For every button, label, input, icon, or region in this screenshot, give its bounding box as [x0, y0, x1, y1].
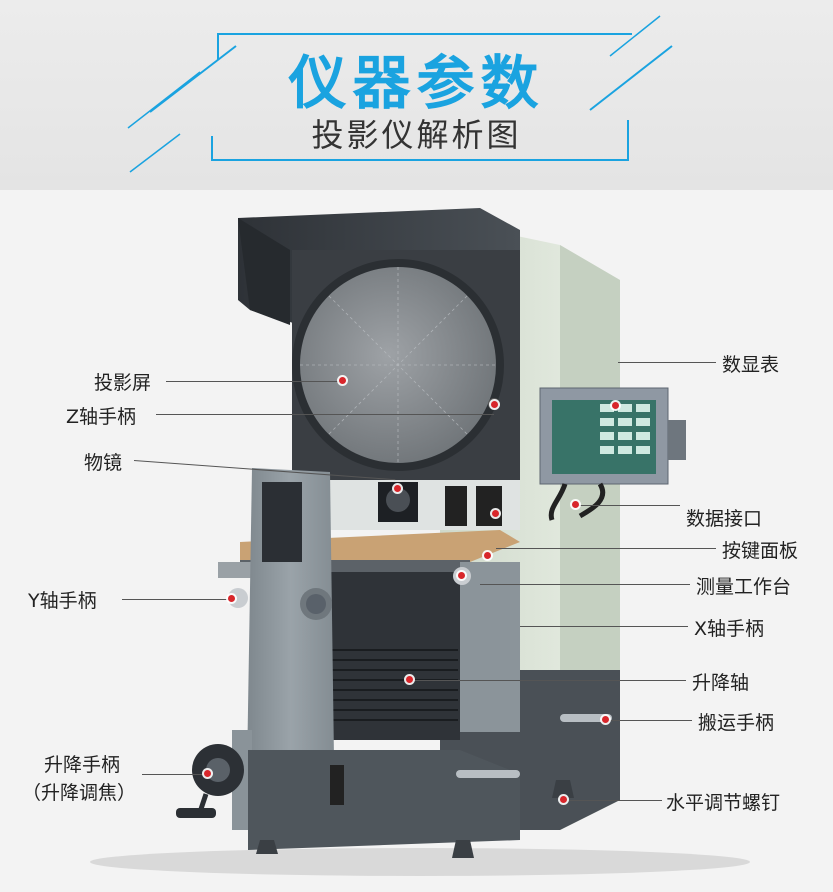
marker-lift-handle [204, 770, 211, 777]
marker-data-port [572, 501, 579, 508]
label-objective: 物镜 [84, 452, 123, 474]
marker-x-handle [458, 572, 465, 579]
title-frame [127, 15, 673, 173]
leader-work-table [480, 584, 690, 585]
marker-projection-screen [339, 377, 346, 384]
leader-data-port [576, 505, 680, 506]
label-level-screw: 水平调节螺钉 [666, 792, 781, 814]
leader-projection-screen [166, 381, 342, 382]
leader-lift-handle [142, 774, 208, 775]
leader-x-handle [520, 626, 688, 627]
marker-level-screw [560, 796, 567, 803]
header-banner: 仪器参数 投影仪解析图 [0, 0, 833, 190]
marker-key-panel [492, 510, 499, 517]
leader-y-handle [122, 599, 232, 600]
label-x-handle: X轴手柄 [694, 618, 765, 640]
label-y-handle: Y轴手柄 [28, 590, 97, 612]
label-work-table: 测量工作台 [696, 576, 792, 598]
marker-objective [394, 485, 401, 492]
leader-level-screw [566, 800, 662, 801]
label-z-handle: Z轴手柄 [66, 406, 137, 428]
label-lift-focus: （升降调焦） [22, 782, 137, 804]
label-lift-shaft: 升降轴 [692, 672, 750, 694]
page-subtitle: 投影仪解析图 [311, 116, 522, 154]
leader-digital-display [618, 362, 716, 363]
marker-y-handle [228, 595, 235, 602]
leader-carry-handle [606, 720, 692, 721]
marker-z-handle [491, 401, 498, 408]
label-key-panel: 按键面板 [722, 540, 799, 562]
leader-lift-shaft [410, 680, 686, 681]
marker-work-table [484, 552, 491, 559]
leader-key-panel [496, 548, 716, 549]
key-panel [476, 486, 502, 526]
label-lift-handle: 升降手柄 [44, 754, 121, 776]
leader-z-handle [156, 414, 494, 415]
page-title: 仪器参数 [288, 49, 545, 117]
label-data-port: 数据接口 [686, 508, 763, 530]
marker-carry-handle [602, 716, 609, 723]
label-carry-handle: 搬运手柄 [698, 712, 775, 734]
marker-lift-shaft [406, 676, 413, 683]
marker-digital-display [612, 402, 619, 409]
label-projection-screen: 投影屏 [94, 372, 152, 394]
label-digital-display: 数显表 [722, 354, 780, 376]
